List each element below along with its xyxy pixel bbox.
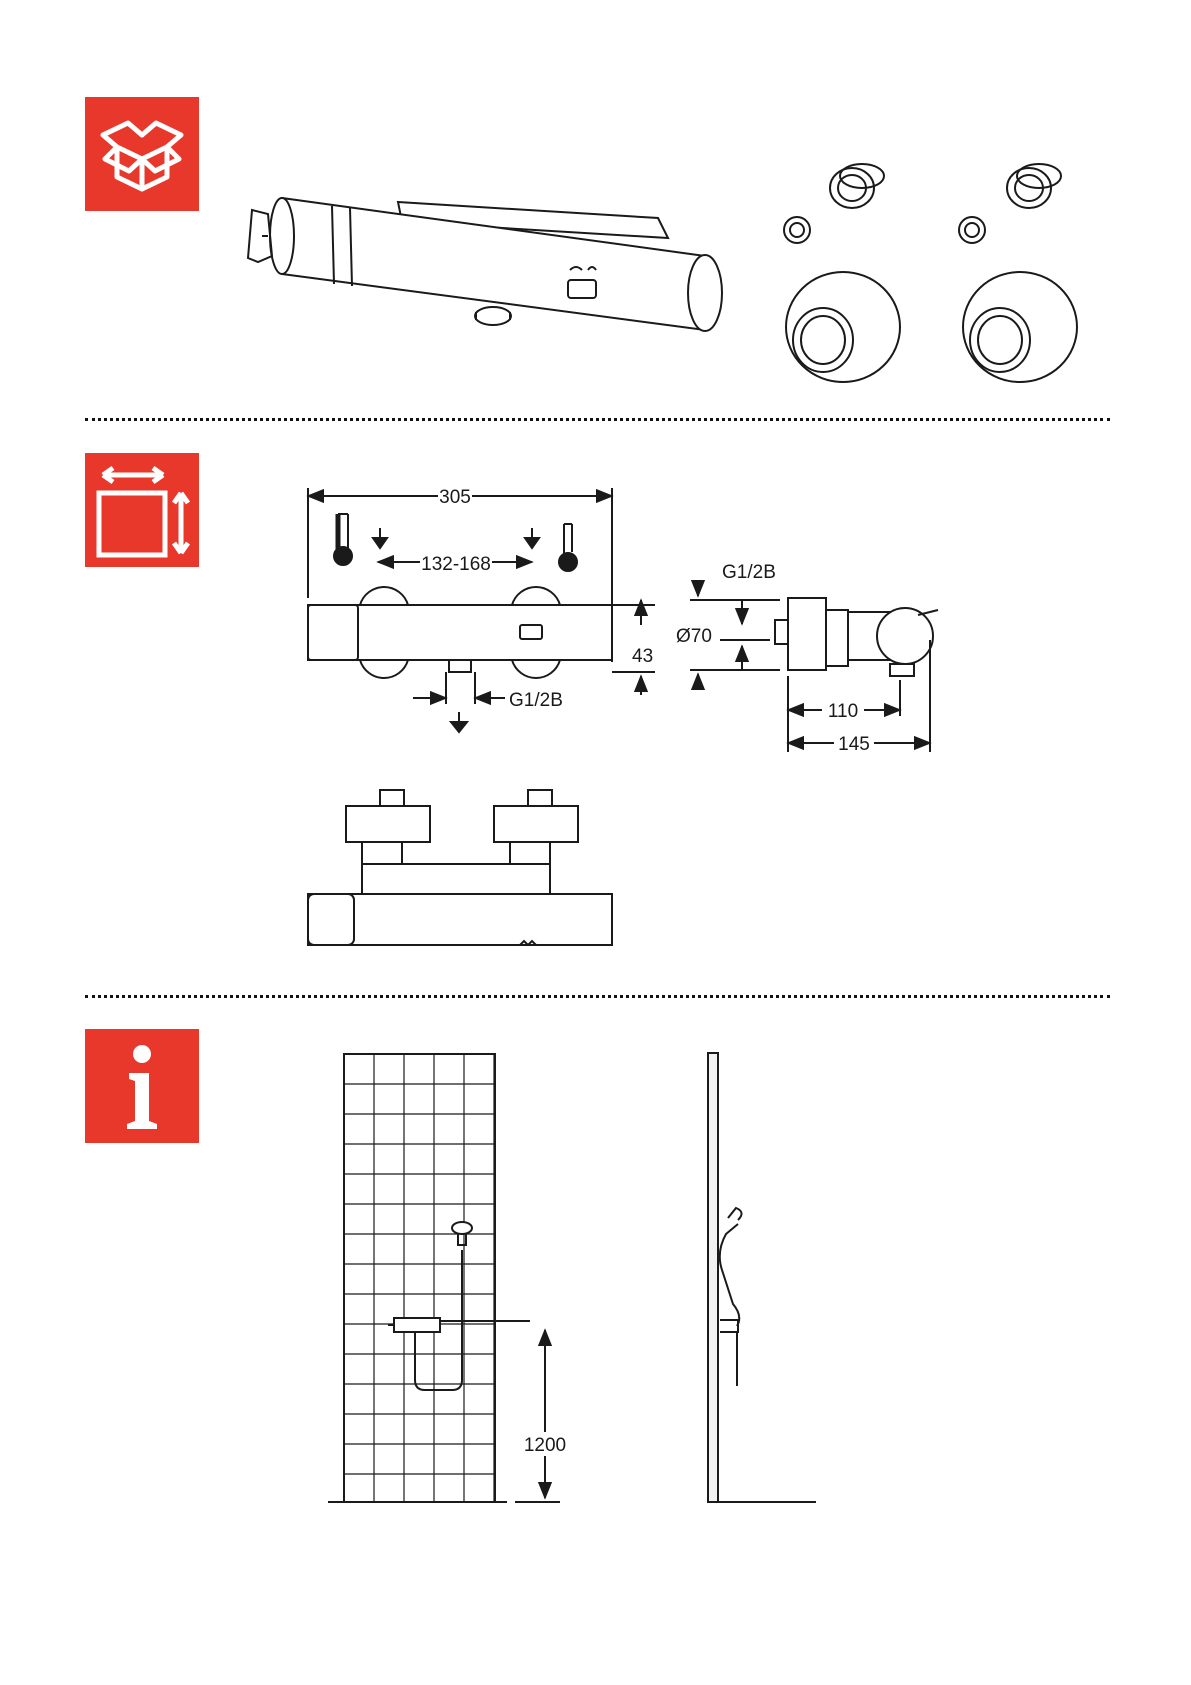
diameter-label: Ø70	[676, 626, 712, 647]
wall-side-section	[708, 1053, 816, 1502]
outlet-thread-label: G1/2B	[509, 690, 563, 711]
seal-washer-illustration	[784, 217, 985, 243]
height-label: 43	[632, 646, 653, 667]
inlet-spacing-label: 132-168	[421, 554, 491, 575]
depth-outer-label: 145	[838, 734, 870, 755]
top-view-drawing	[308, 790, 612, 945]
side-thread-label: G1/2B	[722, 562, 776, 583]
depth-inner-label: 110	[828, 701, 858, 722]
side-view-drawing	[690, 580, 938, 752]
cover-rosette-illustration	[786, 272, 1077, 382]
overall-width-label: 305	[439, 487, 471, 508]
wall-tile-grid	[328, 1054, 507, 1502]
eccentric-connector-illustration	[830, 164, 1061, 208]
front-view-drawing	[308, 488, 655, 732]
thermostat-mixer-illustration	[248, 198, 722, 331]
mount-height-label: 1200	[524, 1435, 566, 1456]
